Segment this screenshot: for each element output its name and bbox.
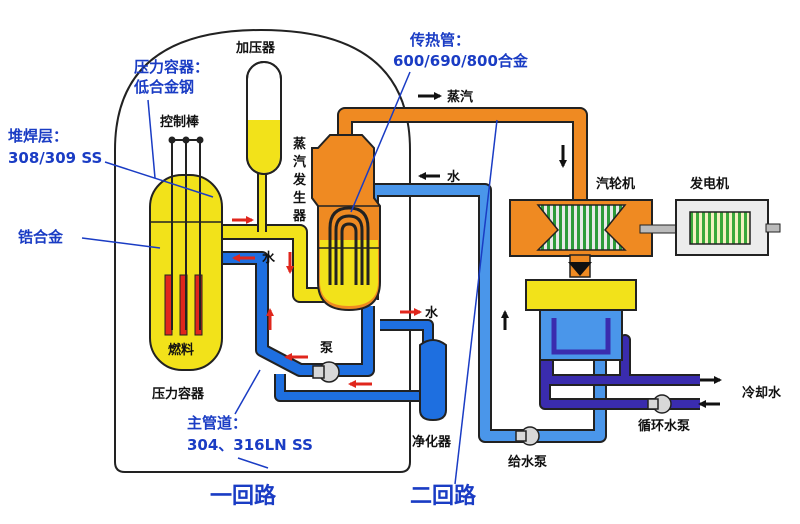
main-pipe-line1: 主管道： <box>187 414 247 432</box>
primary-pump-icon <box>312 361 340 383</box>
condenser <box>525 254 637 361</box>
circ-pump-icon <box>647 394 672 414</box>
vessel-material-line1: 压力容器： <box>134 58 209 76</box>
water-primary-label: 水 <box>262 250 276 266</box>
turbine-label: 汽轮机 <box>596 176 635 192</box>
control-rod-label: 控制棒 <box>160 114 200 130</box>
steam-label: 蒸汽 <box>447 89 473 105</box>
pressure-vessel-label: 压力容器 <box>152 386 205 402</box>
secondary-loop-label: 二回路 <box>410 483 477 509</box>
generator-icon <box>675 199 781 256</box>
cooling-water-label: 冷却水 <box>742 385 782 401</box>
cladding-line1: 堆焊层： <box>8 127 68 145</box>
steam-generator <box>311 134 381 312</box>
purifier-tank <box>419 339 447 422</box>
pressurizer <box>246 61 282 175</box>
main-pipe-line2: 304、316LN SS <box>187 436 313 454</box>
heat-tube-line2: 600/690/800合金 <box>393 52 529 70</box>
steam-generator-label-3: 发 <box>292 172 307 188</box>
control-rods <box>168 136 204 330</box>
heat-tube-line1: 传热管： <box>409 31 470 49</box>
circ-pump-label: 循环水泵 <box>638 418 690 434</box>
annotation-leaders <box>81 71 498 485</box>
primary-loop-label: 一回路 <box>210 483 277 509</box>
steam-generator-label-4: 生 <box>293 190 306 206</box>
purifier-label: 净化器 <box>412 434 452 450</box>
zirconium-label: 锆合金 <box>18 228 64 246</box>
generator-label: 发电机 <box>689 176 729 192</box>
cladding-line2: 308/309 SS <box>8 149 102 167</box>
pressurizer-label: 加压器 <box>235 41 276 56</box>
vessel-material-line2: 低合金钢 <box>133 78 194 96</box>
water-upper-label: 水 <box>447 169 461 185</box>
turbine-icon <box>536 204 627 251</box>
steam-generator-label-2: 汽 <box>293 154 306 170</box>
fuel-label: 燃料 <box>168 342 194 358</box>
water-purifier-label: 水 <box>425 305 439 321</box>
feed-pump-icon <box>515 426 540 446</box>
steam-generator-label-1: 蒸 <box>293 136 306 152</box>
steam-generator-label-5: 器 <box>292 209 307 224</box>
pump-label: 泵 <box>320 341 333 356</box>
feed-pump-label: 给水泵 <box>508 454 547 470</box>
arrow-icon <box>232 92 722 408</box>
